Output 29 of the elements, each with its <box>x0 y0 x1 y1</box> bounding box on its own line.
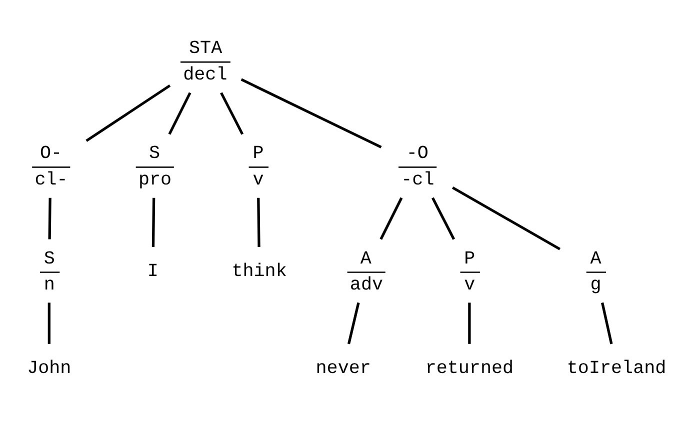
node-text: returned <box>425 358 514 379</box>
connector <box>432 197 456 240</box>
node-text: S pro <box>138 143 172 190</box>
node-text: P v <box>464 248 476 296</box>
connector <box>452 186 561 250</box>
connector <box>257 198 260 248</box>
connector <box>220 92 244 135</box>
node-text: John <box>27 358 72 379</box>
connector <box>601 302 613 344</box>
node-text: S n <box>44 248 55 296</box>
node-text: -O -cl <box>401 143 434 190</box>
connector <box>240 78 382 148</box>
node-text: P v <box>252 143 264 190</box>
node-text: STA decl <box>183 38 228 86</box>
connector <box>168 92 192 135</box>
node-text: toIreland <box>566 358 666 379</box>
connector <box>152 198 156 248</box>
connector <box>380 197 403 240</box>
node-text: A g <box>590 248 602 296</box>
node-text: A adv <box>350 248 384 296</box>
connector <box>86 84 171 142</box>
node-text: O- cl- <box>34 143 68 190</box>
node-text: I <box>147 260 158 282</box>
connector <box>468 302 471 344</box>
node-text: think <box>232 260 287 282</box>
connector <box>48 198 52 240</box>
node-text: never <box>316 358 371 379</box>
connector <box>48 302 50 344</box>
connector <box>347 302 360 344</box>
